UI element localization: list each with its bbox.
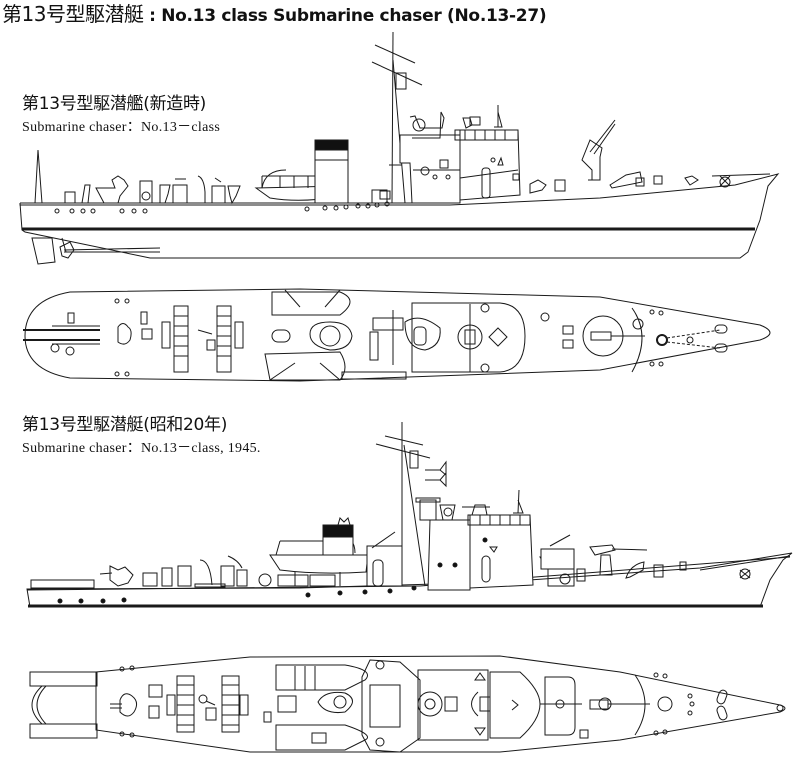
forward-gun-plan [563, 308, 727, 372]
rudder-propeller [32, 238, 160, 264]
forward-gun-plan [580, 673, 783, 738]
bridge-plan [362, 660, 582, 752]
aft-deck-fittings [110, 666, 271, 737]
section-1-title-en: Submarine chaser：No.13－class [22, 120, 221, 135]
page-title-jp: 第13号型駆潜艇 [2, 2, 144, 26]
main-mast [372, 32, 422, 203]
forward-guns [541, 535, 790, 586]
funnel [315, 140, 348, 203]
page-title: 第13号型駆潜艇 : No.13 class Submarine chaser … [2, 0, 547, 28]
forward-gun [530, 120, 770, 193]
plan-view-as-built [0, 282, 800, 387]
bridge-structure [400, 105, 520, 203]
flagstaff [35, 150, 38, 203]
funnel-plan [272, 322, 352, 350]
bridge-plan [370, 303, 549, 372]
funnel [323, 518, 353, 555]
section-2-title-jp: 第13号型駆潜艇(昭和20年) [22, 415, 228, 435]
portholes [55, 202, 389, 213]
boats-plan [265, 290, 406, 380]
section-1-title-jp: 第13号型駆潜艦(新造時) [22, 94, 206, 114]
deck-outline [25, 289, 770, 381]
funnel-plan [278, 692, 353, 712]
plan-view-1945 [0, 645, 800, 757]
aft-deck-equipment [31, 556, 271, 588]
depth-charge-racks [162, 306, 243, 372]
profile-view-1945 [0, 420, 800, 620]
bridge-structure [367, 490, 547, 590]
boats-plan [276, 665, 368, 750]
page-title-separator: : [143, 6, 162, 26]
aft-deck-fittings [23, 299, 152, 376]
deck-outline [96, 656, 785, 752]
page-title-en: No.13 class Submarine chaser (No.13-27) [161, 6, 547, 26]
hull-outline [20, 174, 778, 258]
hull-outline [27, 553, 792, 607]
portholes [58, 586, 416, 603]
stern-platform [30, 672, 97, 738]
section-2-title-en: Submarine chaser：No.13－class, 1945. [22, 441, 261, 456]
profile-view-as-built [0, 30, 800, 270]
aft-deck-equipment [65, 176, 240, 203]
